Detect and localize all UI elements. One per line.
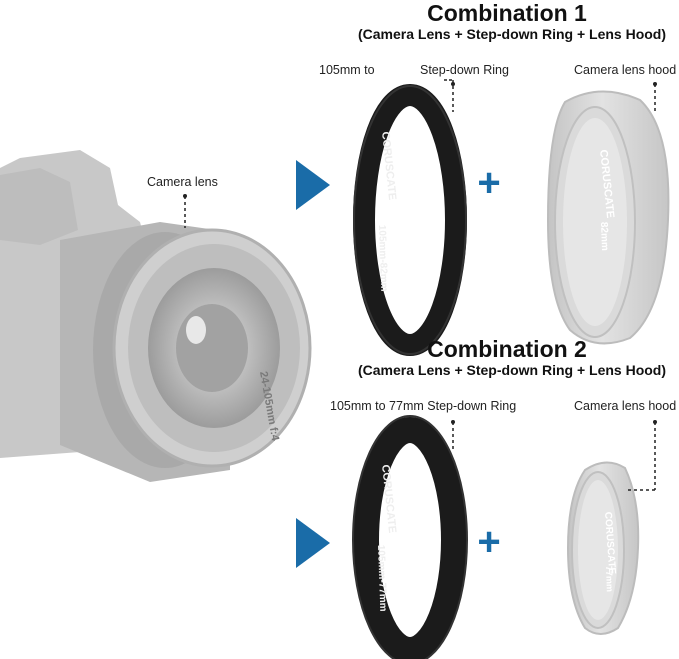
hood-2-brand-text: CORUSCATE bbox=[602, 511, 617, 575]
combination-2-title: Combination 2 bbox=[427, 336, 587, 362]
camera-lens-label: Camera lens bbox=[147, 175, 218, 189]
ring-2-leader-dot bbox=[451, 420, 455, 424]
lens-reflection bbox=[186, 316, 206, 344]
ring-1-label-part2: Step-down Ring bbox=[420, 63, 509, 77]
ring-1-label-part1: 105mm to bbox=[319, 63, 375, 77]
ring-1-brand-text: CORUSCATE bbox=[379, 131, 398, 201]
camera-with-lens bbox=[0, 150, 312, 482]
combination-1-subtitle: (Camera Lens + Step-down Ring + Lens Hoo… bbox=[357, 26, 667, 42]
step-down-ring-1 bbox=[353, 84, 467, 356]
combination-2-subtitle: (Camera Lens + Step-down Ring + Lens Hoo… bbox=[357, 362, 667, 378]
lens-hood-1 bbox=[546, 90, 670, 345]
hood-1-label: Camera lens hood bbox=[574, 63, 677, 77]
hood-2-label: Camera lens hood bbox=[574, 399, 677, 413]
plus-sign: + bbox=[477, 520, 500, 564]
step-down-ring-2 bbox=[352, 415, 468, 659]
play-triangle-icon bbox=[296, 160, 330, 210]
plus-sign: + bbox=[477, 161, 500, 205]
ring-1-leader-dot bbox=[451, 82, 455, 86]
camera-lens-leader-dot bbox=[183, 194, 187, 198]
ring-2-size-text: 105mm-77mm bbox=[375, 545, 388, 612]
camera-grip bbox=[0, 168, 78, 245]
hood-1-leader-dot bbox=[653, 82, 657, 86]
combination-1-title: Combination 1 bbox=[427, 0, 587, 26]
play-triangle-icon bbox=[296, 518, 330, 568]
lens-glass-inner bbox=[176, 304, 248, 392]
hood-2-leader-dot bbox=[653, 420, 657, 424]
ring-2-label: 105mm to 77mm Step-down Ring bbox=[330, 399, 517, 413]
hood-1-size-text: 82mm bbox=[598, 222, 610, 251]
ring-1-size-text: 105mm-82mm bbox=[376, 225, 389, 292]
hood-2-size-text: 77mm bbox=[604, 566, 615, 592]
lens-hood-2 bbox=[566, 461, 640, 635]
